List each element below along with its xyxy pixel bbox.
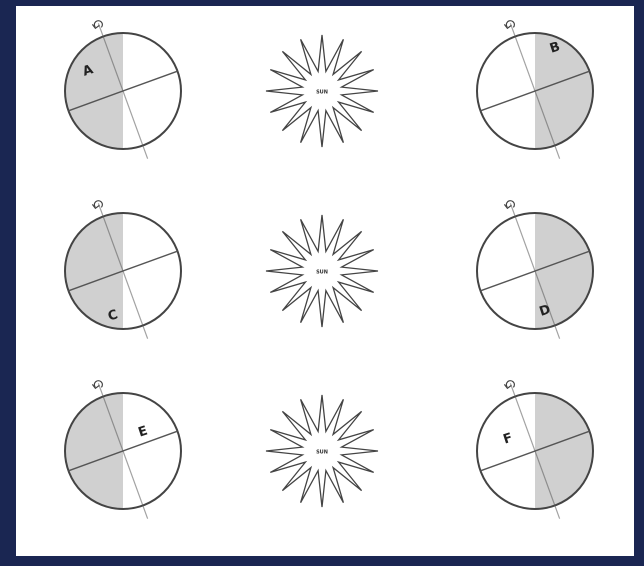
earth-sun-diagram: A SUN B C SUN D E SUN F xyxy=(16,6,634,556)
globe-label: E xyxy=(136,423,149,440)
night-side-shading xyxy=(535,33,593,149)
night-side-shading xyxy=(65,393,123,509)
night-side-shading xyxy=(535,393,593,509)
earth-globe-d: D xyxy=(477,201,593,339)
earth-globe-c: C xyxy=(65,201,181,339)
earth-globe-e: E xyxy=(65,381,181,519)
sun-label: SUN xyxy=(316,90,328,96)
sun-icon: SUN xyxy=(266,395,378,507)
sun-icon: SUN xyxy=(266,215,378,327)
sun-icon: SUN xyxy=(266,35,378,147)
earth-globe-a: A xyxy=(65,21,181,159)
sun-label: SUN xyxy=(316,450,328,456)
earth-globe-b: B xyxy=(477,21,593,159)
night-side-shading xyxy=(65,33,123,149)
diagram-panel: A SUN B C SUN D E SUN F xyxy=(16,6,634,556)
earth-globe-f: F xyxy=(477,381,593,519)
sun-label: SUN xyxy=(316,270,328,276)
globe-label: F xyxy=(501,430,514,447)
